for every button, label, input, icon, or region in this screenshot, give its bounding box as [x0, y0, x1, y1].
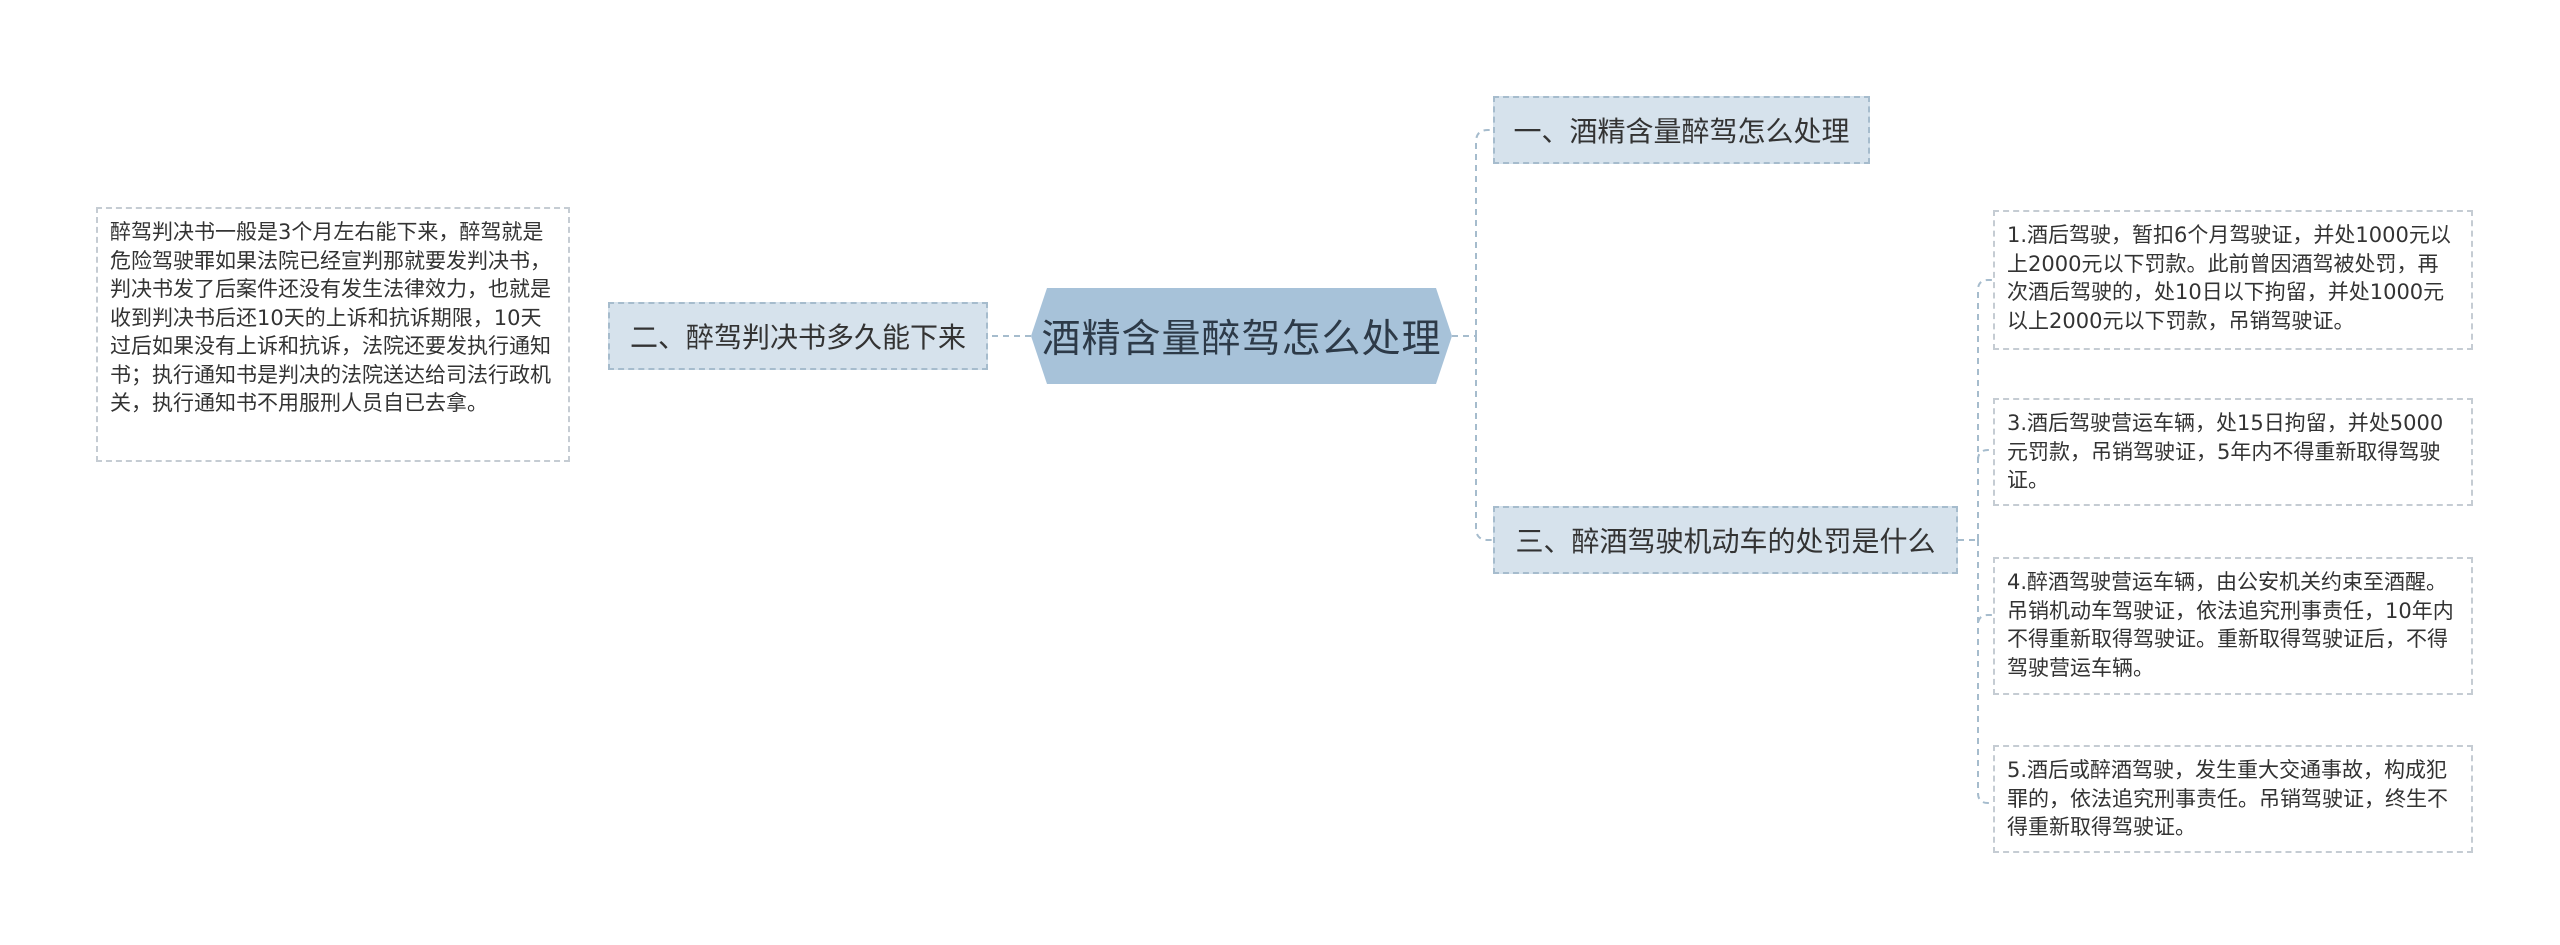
leaf-node-penalty-3[interactable]: 3.酒后驾驶营运车辆，处15日拘留，并处5000元罚款，吊销驾驶证，5年内不得重…	[1993, 398, 2473, 506]
leaf-node-penalty-4[interactable]: 4.醉酒驾驶营运车辆，由公安机关约束至酒醒。吊销机动车驾驶证，依法追究刑事责任，…	[1993, 557, 2473, 695]
leaf-node-penalty-3-text: 3.酒后驾驶营运车辆，处15日拘留，并处5000元罚款，吊销驾驶证，5年内不得重…	[2007, 411, 2444, 492]
connector-root-branch-1	[1475, 129, 1493, 336]
connector-branch-3-leaf-3	[1977, 540, 1993, 626]
leaf-node-judgment[interactable]: 醉驾判决书一般是3个月左右能下来，醉驾就是危险驾驶罪如果法院已经宣判那就要发判决…	[96, 207, 570, 462]
leaf-node-judgment-text: 醉驾判决书一般是3个月左右能下来，醉驾就是危险驾驶罪如果法院已经宣判那就要发判决…	[110, 220, 551, 415]
leaf-node-penalty-5[interactable]: 5.酒后或醉酒驾驶，发生重大交通事故，构成犯罪的，依法追究刑事责任。吊销驾驶证，…	[1993, 745, 2473, 853]
branch-node-1-label: 一、酒精含量醉驾怎么处理	[1513, 115, 1850, 148]
root-node[interactable]: 酒精含量醉驾怎么处理	[1031, 288, 1452, 384]
leaf-node-penalty-4-text: 4.醉酒驾驶营运车辆，由公安机关约束至酒醒。吊销机动车驾驶证，依法追究刑事责任，…	[2007, 570, 2454, 680]
connector-branch-3-leaf-4	[1977, 540, 1993, 804]
leaf-node-penalty-1[interactable]: 1.酒后驾驶，暂扣6个月驾驶证，并处1000元以上2000元以下罚款。此前曾因酒…	[1993, 210, 2473, 350]
leaf-node-penalty-1-text: 1.酒后驾驶，暂扣6个月驾驶证，并处1000元以上2000元以下罚款。此前曾因酒…	[2007, 223, 2451, 333]
root-hexagon-shape	[1031, 288, 1452, 384]
leaf-node-penalty-5-text: 5.酒后或醉酒驾驶，发生重大交通事故，构成犯罪的，依法追究刑事责任。吊销驾驶证，…	[2007, 758, 2448, 839]
branch-node-3[interactable]: 三、醉酒驾驶机动车的处罚是什么	[1493, 506, 1958, 574]
root-node-label: 酒精含量醉驾怎么处理	[1041, 317, 1442, 362]
connector-branch-3-leaf-1	[1977, 279, 1993, 540]
branch-node-3-label: 三、醉酒驾驶机动车的处罚是什么	[1515, 525, 1936, 558]
branch-node-1[interactable]: 一、酒精含量醉驾怎么处理	[1493, 96, 1870, 164]
connector-root-branch-3	[1475, 336, 1493, 541]
branch-node-2-label: 二、醉驾判决书多久能下来	[629, 321, 966, 354]
connector-branch-3-leaf-2	[1977, 449, 1993, 461]
branch-node-2[interactable]: 二、醉驾判决书多久能下来	[608, 302, 988, 370]
